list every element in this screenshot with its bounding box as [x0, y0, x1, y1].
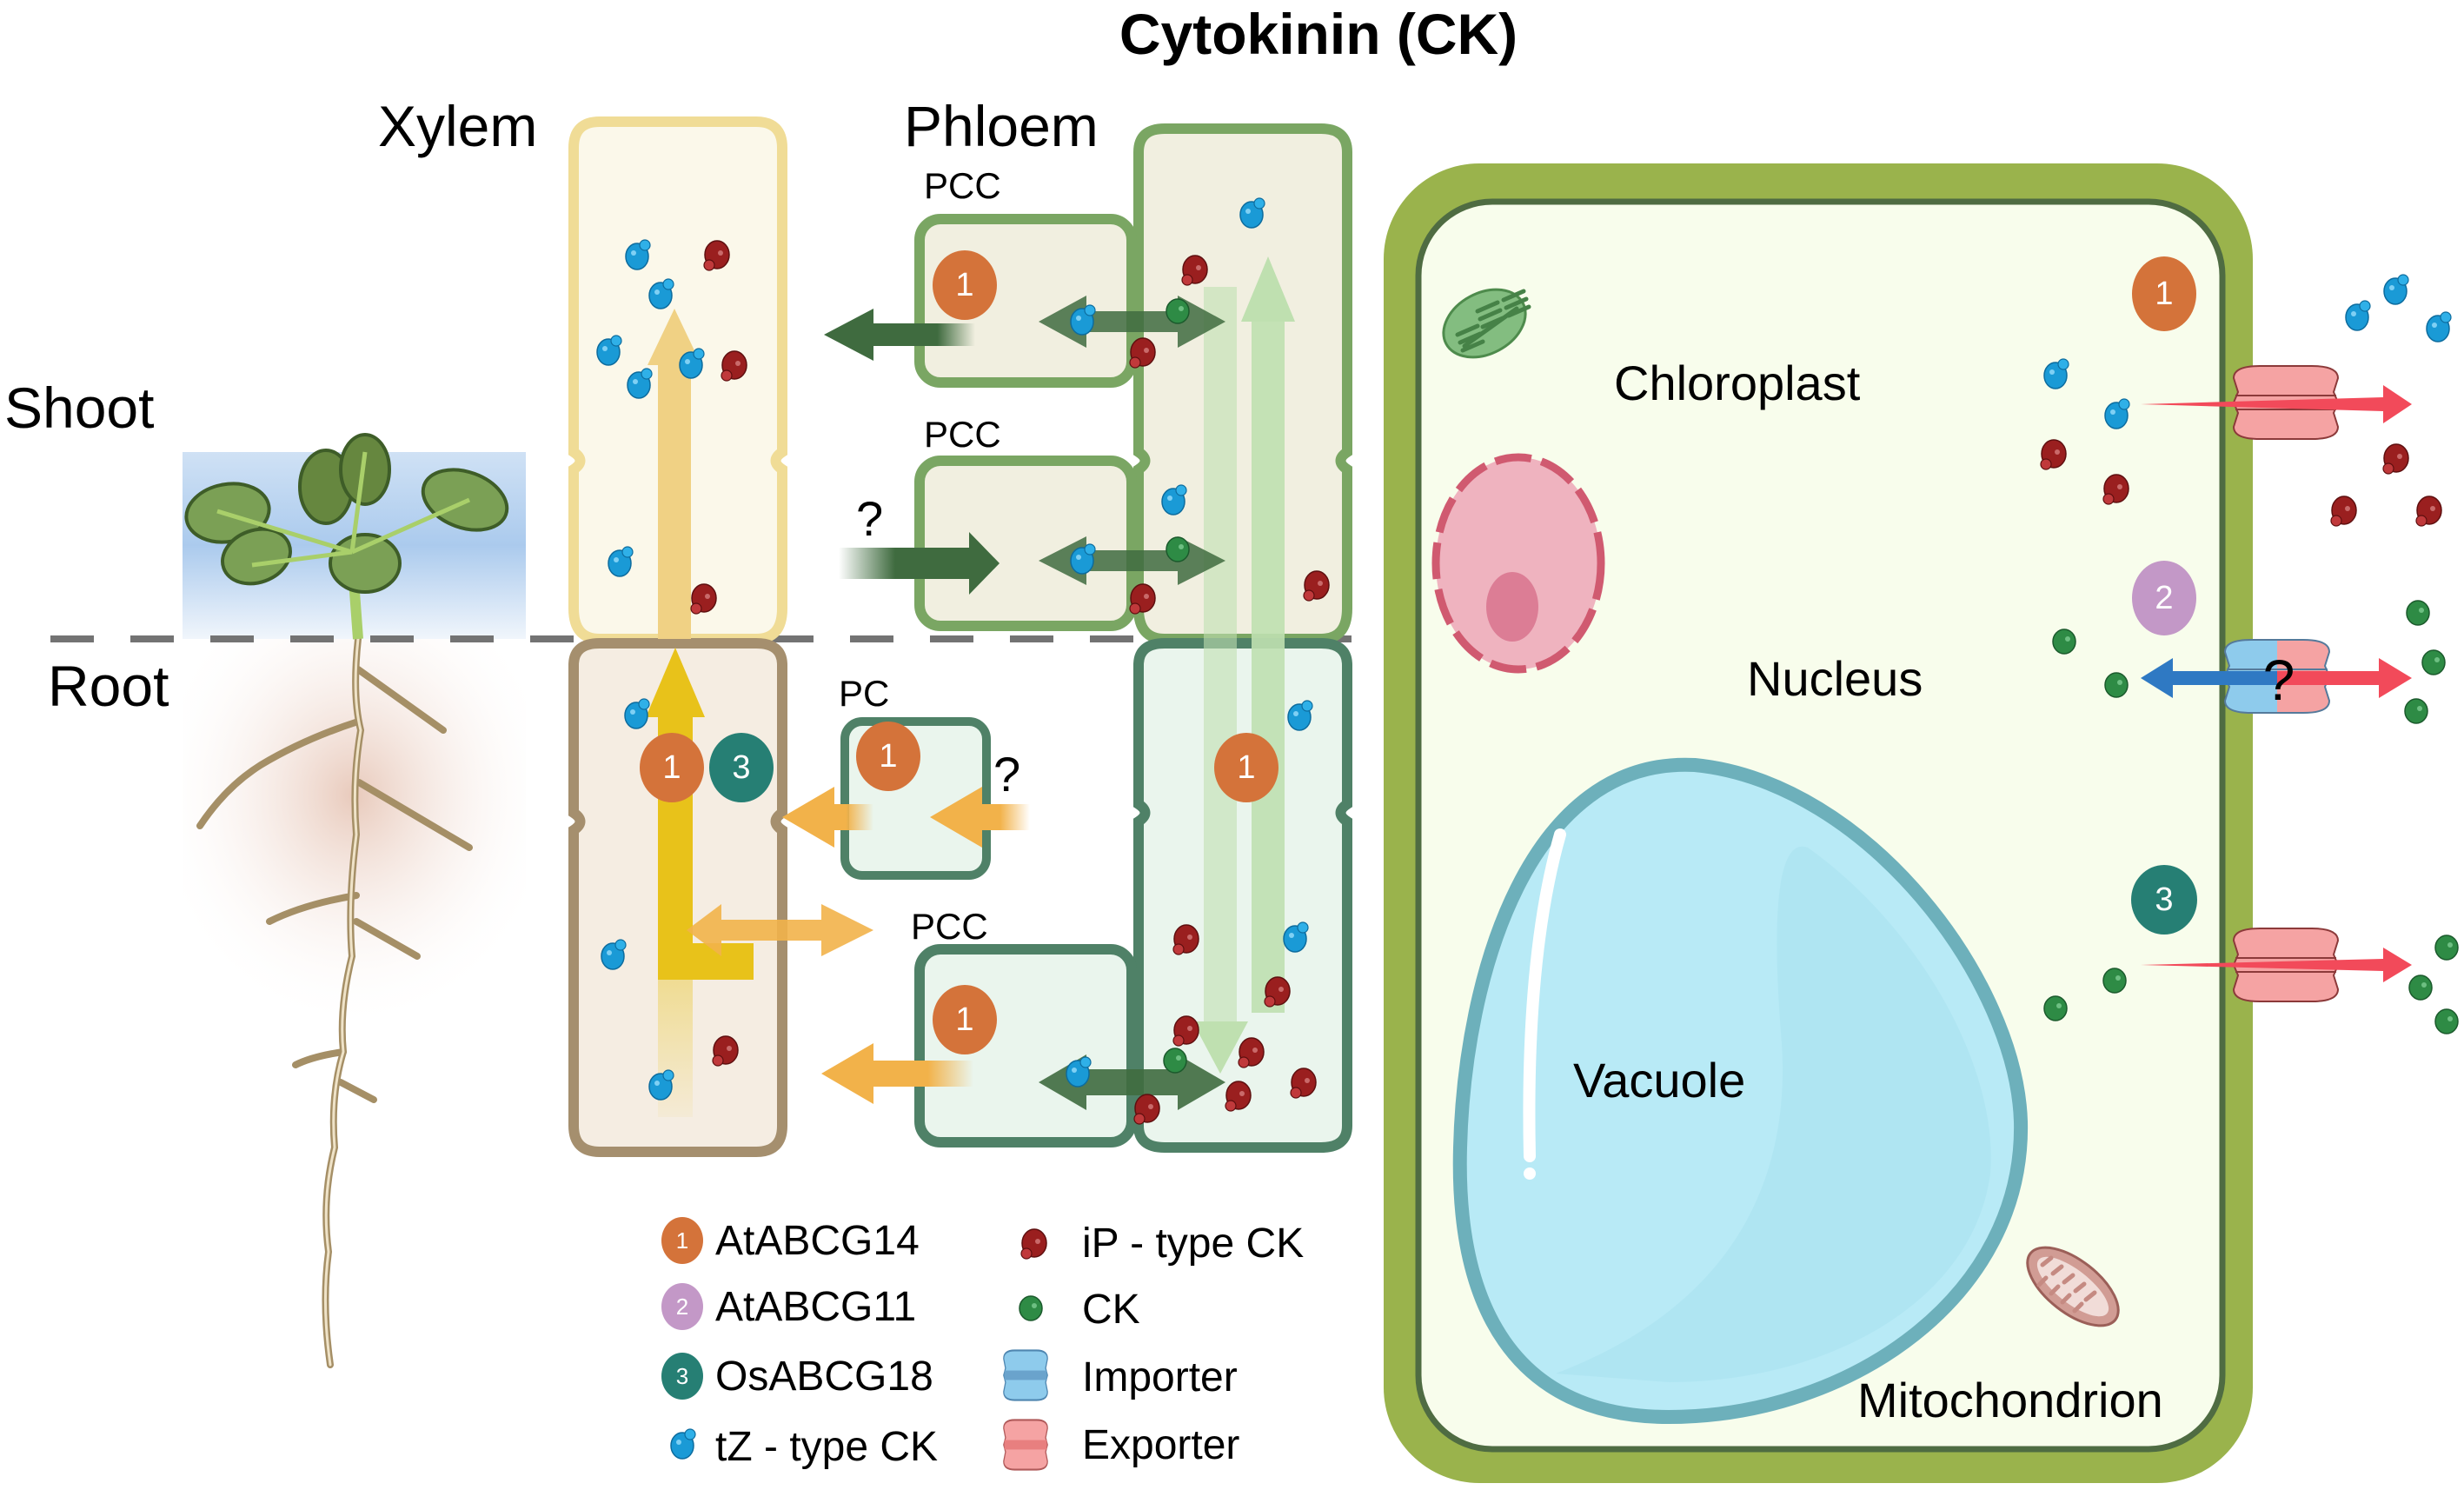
svg-text:1: 1 [2155, 276, 2173, 312]
chloroplast-label: Chloroplast [1614, 356, 1861, 410]
svg-text:2: 2 [2155, 580, 2173, 616]
leaf-veins [216, 451, 471, 568]
xylem-pcc-bidirectional-arrow [687, 904, 873, 956]
svg-text:AtABCG11: AtABCG11 [715, 1284, 916, 1330]
pc-label: PC [839, 673, 889, 714]
root-system-inner [323, 637, 362, 1367]
pcc-middle-label: PCC [924, 414, 1001, 455]
svg-text:Importer: Importer [1082, 1354, 1238, 1400]
svg-text:iP - type CK: iP - type CK [1082, 1221, 1304, 1267]
badge-3-xylem-root: 3 [709, 733, 774, 802]
badge-2-membrane: 2 [2132, 561, 2196, 635]
legend: 1 AtABCG14 2 AtABCG11 3 OsABCG18 tZ - ty… [661, 1217, 1304, 1471]
export-arrow-2 [2277, 658, 2412, 698]
ck-molecule-icon [1019, 1295, 1043, 1321]
svg-text:1: 1 [662, 749, 681, 786]
legend-item-tz-type-ck: tZ - type CK [670, 1424, 938, 1470]
nucleus-label: Nucleus [1747, 651, 1923, 706]
unknown-mark-transporter-2: ? [2263, 648, 2295, 712]
importer-icon [1003, 1349, 1048, 1401]
phloem-label: Phloem [904, 94, 1099, 158]
phloem-upward-flow-arrow [1241, 256, 1295, 1013]
svg-text:Exporter: Exporter [1082, 1422, 1239, 1468]
legend-item-ip-type-ck: iP - type CK [1020, 1221, 1304, 1267]
svg-text:1: 1 [676, 1227, 688, 1254]
pcc-top-label: PCC [924, 165, 1001, 206]
pcc-to-xylem-arrow-top [824, 309, 975, 361]
badge-1-pc: 1 [856, 722, 920, 791]
pc-to-xylem-arrow [782, 787, 873, 848]
root-label: Root [48, 654, 169, 718]
pcc-bottom-label: PCC [911, 906, 988, 947]
import-arrow-2 [2141, 658, 2279, 698]
badge-3-membrane: 3 [2131, 865, 2197, 935]
badge-1-pcc-bottom: 1 [933, 985, 997, 1054]
vacuole-label: Vacuole [1573, 1053, 1745, 1108]
legend-item-atabcg14: 1 AtABCG14 [661, 1217, 920, 1264]
svg-text:1: 1 [955, 1001, 973, 1038]
svg-text:OsABCG18: OsABCG18 [715, 1354, 933, 1400]
legend-item-importer: Importer [1003, 1349, 1238, 1401]
svg-text:CK: CK [1082, 1287, 1140, 1333]
legend-item-ck: CK [1019, 1287, 1140, 1333]
shoot-label: Shoot [4, 376, 154, 440]
unknown-mark-middle: ? [856, 491, 883, 546]
pcc-to-xylem-arrow-bottom [821, 1043, 973, 1104]
mitochondrion-label: Mitochondrion [1857, 1373, 2163, 1427]
exporter-icon [1003, 1419, 1048, 1471]
mitochondrion-icon [2026, 1246, 2120, 1327]
xylem-upward-flow-arrow [648, 309, 701, 639]
xylem-label: Xylem [378, 94, 537, 158]
legend-item-osabcg18: 3 OsABCG18 [661, 1353, 933, 1400]
chloroplast-icon [1442, 288, 1531, 359]
unknown-arrow-to-pcc-middle [839, 532, 1000, 595]
svg-text:3: 3 [2155, 881, 2173, 918]
pcc-middle-cell [914, 456, 1137, 631]
nucleus-icon [1431, 453, 1605, 674]
badge-1-membrane: 1 [2132, 256, 2196, 331]
svg-text:3: 3 [676, 1363, 688, 1389]
badge-1-xylem-root: 1 [640, 733, 704, 802]
ip-molecule-icon [1020, 1228, 1047, 1260]
tz-molecule-icon [670, 1428, 696, 1460]
export-arrow-1 [2141, 385, 2412, 423]
plant-illustration [183, 433, 526, 1368]
svg-text:1: 1 [879, 738, 897, 775]
export-arrow-3 [2141, 948, 2412, 982]
legend-item-exporter: Exporter [1003, 1419, 1239, 1471]
svg-text:tZ - type CK: tZ - type CK [715, 1424, 938, 1470]
diagram-title: Cytokinin (CK) [1119, 2, 1518, 66]
unknown-arrow-to-pc [930, 787, 1030, 848]
svg-text:3: 3 [732, 749, 750, 786]
svg-text:AtABCG14: AtABCG14 [715, 1218, 920, 1264]
legend-item-atabcg11: 2 AtABCG11 [661, 1283, 916, 1330]
leaves-icon [184, 433, 509, 594]
vacuole-icon [1452, 757, 2029, 1425]
badge-1-pcc-top: 1 [933, 250, 997, 320]
unknown-mark-pc: ? [993, 747, 1020, 802]
badge-1-phloem-root: 1 [1214, 733, 1278, 802]
svg-text:1: 1 [1237, 749, 1255, 786]
svg-text:2: 2 [676, 1294, 688, 1320]
svg-text:1: 1 [955, 267, 973, 303]
phloem-downward-flow-arrow [1192, 287, 1248, 1074]
